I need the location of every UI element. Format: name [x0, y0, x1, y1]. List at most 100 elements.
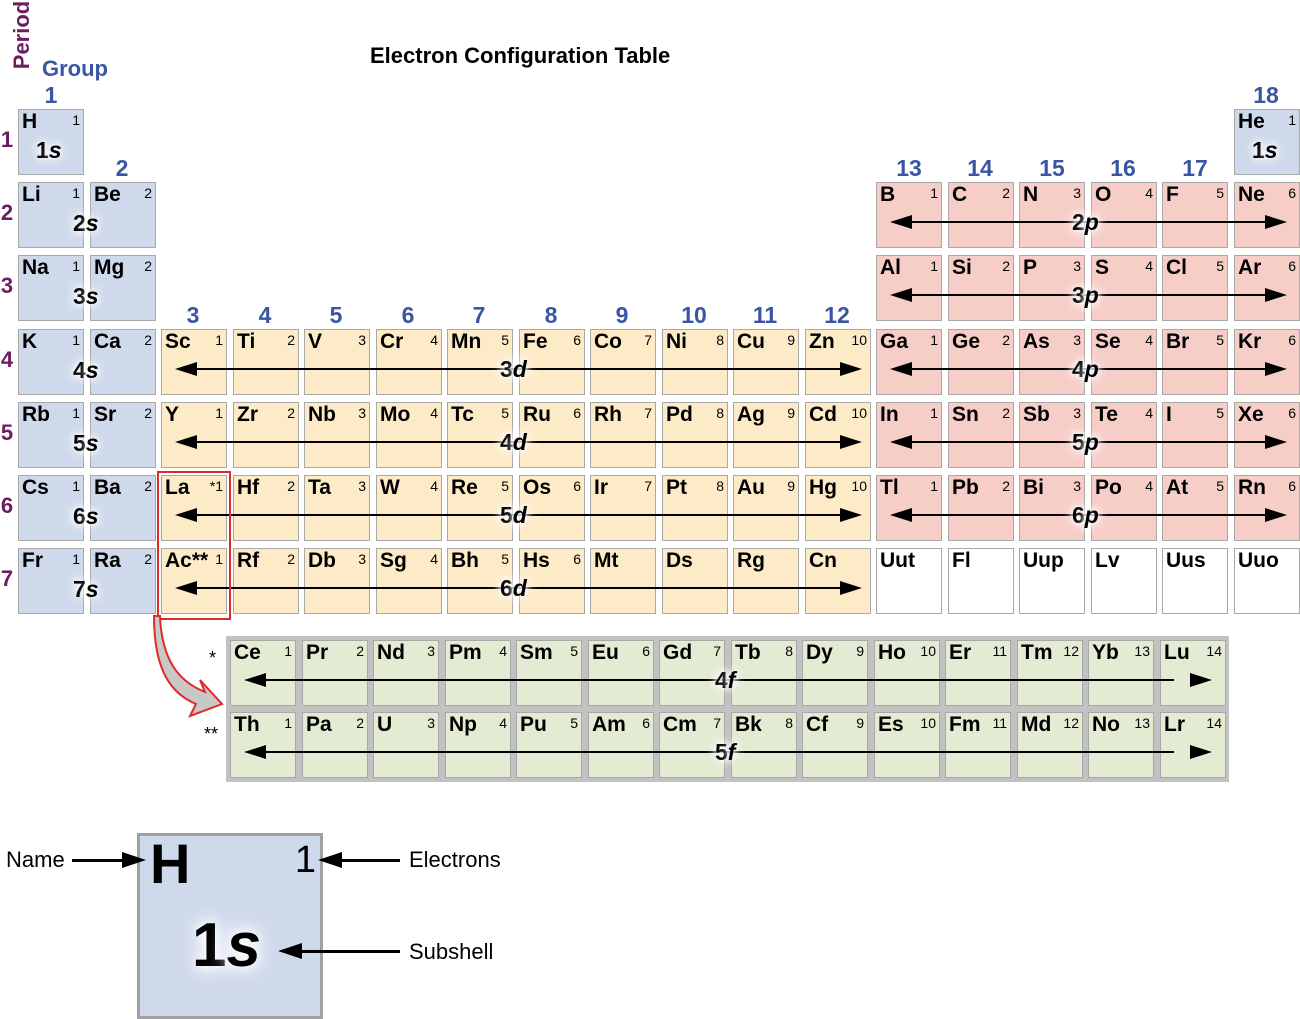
element-symbol: Na [22, 256, 49, 279]
element-symbol: Re [451, 476, 478, 499]
subshell-l: s [85, 357, 99, 383]
element-symbol: As [1023, 330, 1050, 353]
element-symbol: Cu [737, 330, 765, 353]
electron-count: 2 [287, 405, 295, 421]
arrow-left-icon [175, 508, 197, 522]
element-symbol: Zr [237, 403, 258, 426]
s-subshell-label: 1s [1252, 137, 1278, 163]
arrow-right-icon [1265, 508, 1287, 522]
arrow-left-icon [890, 288, 912, 302]
electron-count: 1 [72, 405, 80, 421]
electron-count: 7 [713, 715, 721, 731]
electron-count: 3 [1073, 405, 1081, 421]
electron-count: 1 [284, 715, 292, 731]
electron-count: 6 [1288, 478, 1296, 494]
group-number-13: 13 [896, 155, 922, 181]
element-symbol: Uuo [1238, 549, 1279, 572]
electron-count: 5 [1216, 478, 1224, 494]
electron-count: 2 [1002, 185, 1010, 201]
element-symbol: Te [1095, 403, 1118, 426]
element-symbol: Ru [523, 403, 551, 426]
element-symbol: Sc [165, 330, 191, 353]
element-symbol: I [1166, 403, 1172, 426]
element-symbol: Tl [880, 476, 899, 499]
electron-count: 4 [499, 715, 507, 731]
p-subshell-arrow-line [908, 441, 1269, 443]
element-symbol: Yb [1092, 641, 1119, 664]
group-number-7: 7 [472, 302, 486, 328]
arrow-left-icon [890, 215, 912, 229]
electron-count: 13 [1134, 643, 1150, 659]
subshell-l: s [1264, 137, 1278, 163]
element-symbol: Ho [878, 641, 906, 664]
electron-count: 3 [427, 715, 435, 731]
s-subshell-label: 1s [36, 137, 62, 163]
electron-count: 8 [785, 643, 793, 659]
element-symbol: Th [234, 713, 260, 736]
legend-subshell-label: Subshell [409, 939, 494, 964]
element-symbol: O [1095, 183, 1112, 206]
subshell-l: d [512, 575, 527, 601]
arrow-right-icon [840, 435, 862, 449]
element-symbol: Ac** [165, 549, 209, 572]
electron-count: 6 [642, 715, 650, 731]
electron-count: 9 [787, 332, 795, 348]
element-symbol: Pu [520, 713, 547, 736]
legend-symbol: H [150, 832, 191, 895]
electron-count: 6 [1288, 332, 1296, 348]
element-symbol: Kr [1238, 330, 1262, 353]
electron-count: 6 [573, 478, 581, 494]
electron-count: 1 [930, 258, 938, 274]
electron-count: 3 [1073, 258, 1081, 274]
electron-count: 9 [856, 715, 864, 731]
electron-count: 6 [1288, 405, 1296, 421]
p-subshell-label: 3p [1072, 282, 1099, 308]
electron-count: 3 [358, 405, 366, 421]
arrow-left-icon [890, 362, 912, 376]
element-symbol: Ta [308, 476, 331, 499]
p-subshell-arrow-line [908, 514, 1269, 516]
f-subshell-label: 5f [715, 739, 735, 765]
electron-count: 7 [644, 405, 652, 421]
element-symbol: U [377, 713, 393, 736]
element-cell-yb: Yb 13 [1088, 640, 1154, 706]
electron-count: 1 [215, 405, 223, 421]
legend-electrons: 1 [294, 839, 316, 881]
element-symbol: Er [949, 641, 972, 664]
subshell-l: s [85, 503, 99, 529]
electron-count: 5 [570, 643, 578, 659]
electron-count: 3 [1073, 185, 1081, 201]
subshell-n: 5 [1072, 429, 1085, 455]
element-symbol: Tb [735, 641, 761, 664]
element-cell-ds: Ds [662, 548, 728, 614]
electron-count: 1 [930, 185, 938, 201]
electron-count: 1 [72, 258, 80, 274]
element-symbol: Pr [306, 641, 329, 664]
element-symbol: Sb [1023, 403, 1050, 426]
electron-count: 1 [215, 332, 223, 348]
subshell-l: d [512, 502, 527, 528]
red-curved-arrow-icon [152, 615, 224, 718]
electron-count: 5 [1216, 185, 1224, 201]
s-subshell-label: 5s [73, 430, 99, 456]
electron-count: 6 [1288, 258, 1296, 274]
